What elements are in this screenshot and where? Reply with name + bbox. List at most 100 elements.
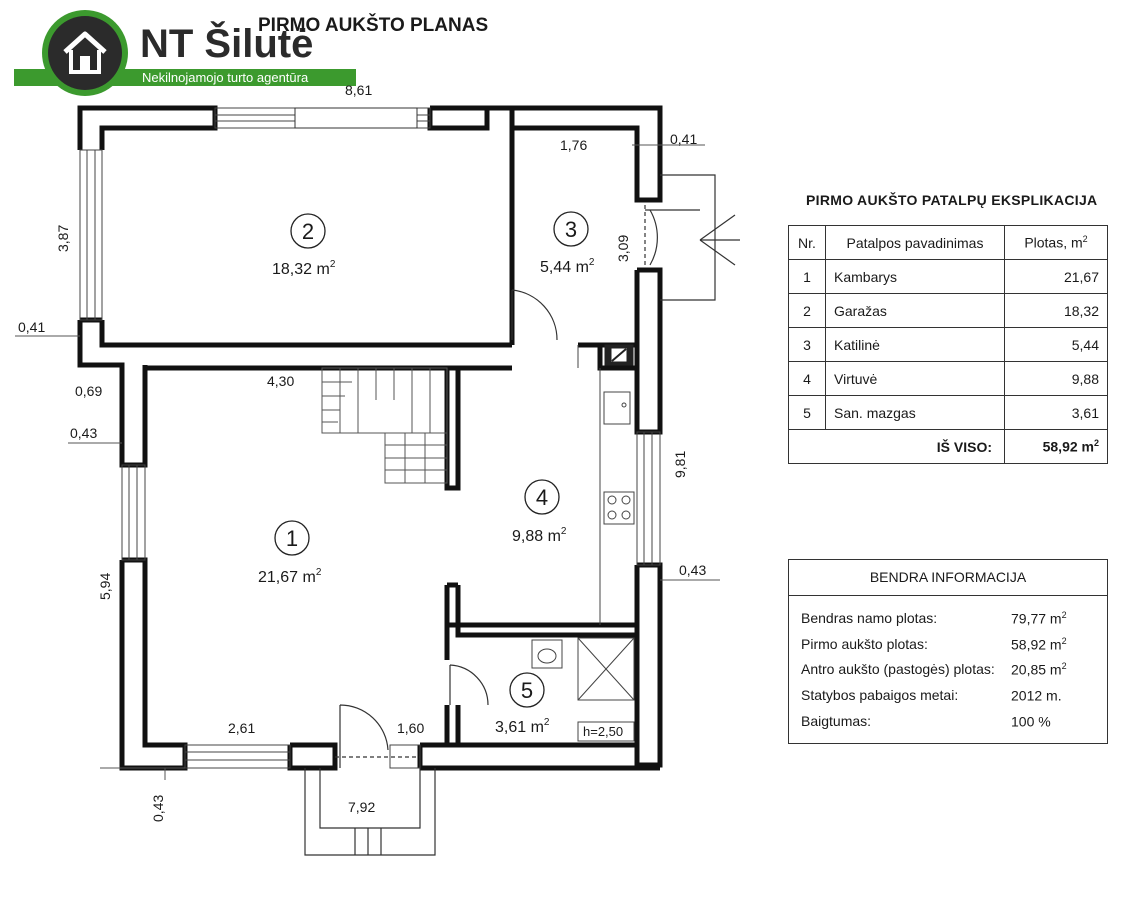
room-1-number: 1 bbox=[286, 526, 298, 551]
row-name: Katilinė bbox=[825, 327, 1005, 362]
kitchen-fixtures bbox=[577, 344, 635, 625]
door-boiler bbox=[511, 289, 558, 341]
doors bbox=[304, 174, 740, 856]
info-value: 58,92 m2 bbox=[1011, 636, 1067, 653]
row-nr: 1 bbox=[788, 259, 826, 294]
row-name: Garažas bbox=[825, 293, 1005, 328]
row-nr: 4 bbox=[788, 361, 826, 396]
wall-right-lower bbox=[634, 562, 663, 768]
dimension-labels: 8,61 1,76 0,41 3,87 3,09 0,41 0,69 0,43 … bbox=[18, 82, 706, 822]
table-header-row: Nr. Patalpos pavadinimas Plotas, m2 bbox=[788, 225, 1108, 260]
dim-wall-right-lower: 0,43 bbox=[679, 562, 706, 578]
dim-hall-width: 4,30 bbox=[267, 373, 294, 389]
row-name: San. mazgas bbox=[825, 395, 1005, 430]
row-area: 5,44 bbox=[1004, 327, 1108, 362]
shower bbox=[577, 637, 635, 701]
dim-wall-bottom: 0,43 bbox=[150, 795, 166, 822]
logo-badge-inner bbox=[48, 16, 122, 90]
room-labels: 2 18,32 m2 3 5,44 m2 4 9,88 m2 1 21,67 m… bbox=[258, 211, 623, 739]
plan-walls bbox=[77, 105, 663, 771]
info-value: 2012 m. bbox=[1011, 687, 1062, 704]
room-2-area: 18,32 m2 bbox=[272, 259, 336, 278]
table-total-row: IŠ VISO: 58,92 m2 bbox=[788, 429, 1108, 464]
info-row: Statybos pabaigos metai: 2012 m. bbox=[801, 687, 1062, 704]
table-row: 3 Katilinė 5,44 bbox=[788, 327, 1108, 362]
stairs bbox=[321, 367, 448, 484]
dim-bottom-left: 2,61 bbox=[228, 720, 255, 736]
windows bbox=[79, 107, 661, 769]
logo-tagline: Nekilnojamojo turto agentūra bbox=[142, 70, 309, 85]
logo-name: NT Šilutė bbox=[140, 22, 314, 66]
room-4-area: 9,88 m2 bbox=[512, 526, 567, 545]
explication-table: Nr. Patalpos pavadinimas Plotas, m2 1 Ka… bbox=[788, 225, 1108, 464]
cooktop bbox=[603, 491, 635, 525]
dim-top-width: 8,61 bbox=[345, 82, 372, 98]
row-area: 3,61 bbox=[1004, 395, 1108, 430]
info-value: 20,85 m2 bbox=[1011, 661, 1067, 678]
total-value: 58,92 m2 bbox=[1004, 429, 1108, 464]
table-row: 1 Kambarys 21,67 bbox=[788, 259, 1108, 294]
wall-garage-bottom bbox=[99, 320, 512, 348]
window-right bbox=[636, 431, 661, 566]
dim-left-depth: 5,94 bbox=[97, 573, 113, 600]
info-value: 79,77 m2 bbox=[1011, 610, 1067, 627]
info-row: Baigtumas: 100 % bbox=[801, 713, 1051, 730]
info-value: 100 % bbox=[1011, 713, 1051, 730]
room-2-number: 2 bbox=[302, 219, 314, 244]
dimension-lines bbox=[15, 144, 720, 780]
wall-bottom-mid bbox=[287, 742, 338, 771]
logo-badge bbox=[42, 10, 128, 96]
room-4-circle bbox=[524, 479, 560, 515]
row-name: Kambarys bbox=[825, 259, 1005, 294]
bath-fixtures bbox=[531, 637, 635, 742]
explication-title: PIRMO AUKŠTO PATALPŲ EKSPLIKACIJA bbox=[806, 192, 1098, 208]
info-label: Bendras namo plotas: bbox=[801, 610, 938, 626]
dim-boiler-depth: 3,09 bbox=[615, 235, 631, 262]
info-row: Bendras namo plotas: 79,77 m2 bbox=[801, 610, 1067, 627]
row-nr: 3 bbox=[788, 327, 826, 362]
row-nr: 2 bbox=[788, 293, 826, 328]
window-bottom bbox=[184, 744, 291, 769]
wall-bath-top bbox=[455, 585, 637, 638]
door-boiler-outer bbox=[645, 209, 700, 266]
table-row: 2 Garažas 18,32 bbox=[788, 293, 1108, 328]
dim-boiler-width: 1,76 bbox=[560, 137, 587, 153]
header-name: Patalpos pavadinimas bbox=[825, 225, 1005, 260]
wall-stair-partition bbox=[444, 368, 461, 491]
height-box bbox=[577, 721, 635, 742]
door-entrance bbox=[339, 704, 389, 768]
wall-left-mid bbox=[77, 320, 148, 468]
room-5-area: 3,61 m2 bbox=[495, 717, 550, 736]
door-bath bbox=[449, 664, 489, 706]
general-info-title: BENDRA INFORMACIJA bbox=[789, 560, 1107, 596]
dim-wall-left-lower: 0,43 bbox=[70, 425, 97, 441]
dim-wall-right-top: 0,41 bbox=[670, 131, 697, 147]
info-label: Antro aukšto (pastogės) plotas: bbox=[801, 661, 995, 677]
dim-room2-depth: 3,87 bbox=[55, 225, 71, 252]
table-row: 4 Virtuvė 9,88 bbox=[788, 361, 1108, 396]
info-row: Antro aukšto (pastogės) plotas: 20,85 m2 bbox=[801, 661, 1067, 678]
room-3-number: 3 bbox=[565, 217, 577, 242]
porch bbox=[304, 768, 436, 856]
info-row: Pirmo aukšto plotas: 58,92 m2 bbox=[801, 636, 1067, 653]
wall-kitchen-bottom bbox=[444, 585, 637, 628]
dim-wall-left: 0,41 bbox=[18, 319, 45, 335]
house-icon bbox=[63, 31, 107, 74]
general-info-box: BENDRA INFORMACIJA Bendras namo plotas: … bbox=[788, 559, 1108, 744]
washbasin bbox=[531, 639, 563, 669]
header-nr: Nr. bbox=[788, 225, 826, 260]
room-5-number: 5 bbox=[521, 678, 533, 703]
wall-left-lower bbox=[119, 557, 188, 771]
room-4-number: 4 bbox=[536, 485, 548, 510]
room-1-circle bbox=[274, 520, 310, 556]
info-label: Pirmo aukšto plotas: bbox=[801, 636, 928, 652]
table-row: 5 San. mazgas 3,61 bbox=[788, 395, 1108, 430]
dim-right-depth: 9,81 bbox=[672, 451, 688, 478]
room-3-area: 5,44 m2 bbox=[540, 257, 595, 276]
row-area: 21,67 bbox=[1004, 259, 1108, 294]
row-name: Virtuvė bbox=[825, 361, 1005, 396]
row-nr: 5 bbox=[788, 395, 826, 430]
dim-step-left: 0,69 bbox=[75, 383, 102, 399]
dim-door-width: 1,60 bbox=[397, 720, 424, 736]
room-2-circle bbox=[290, 213, 326, 249]
